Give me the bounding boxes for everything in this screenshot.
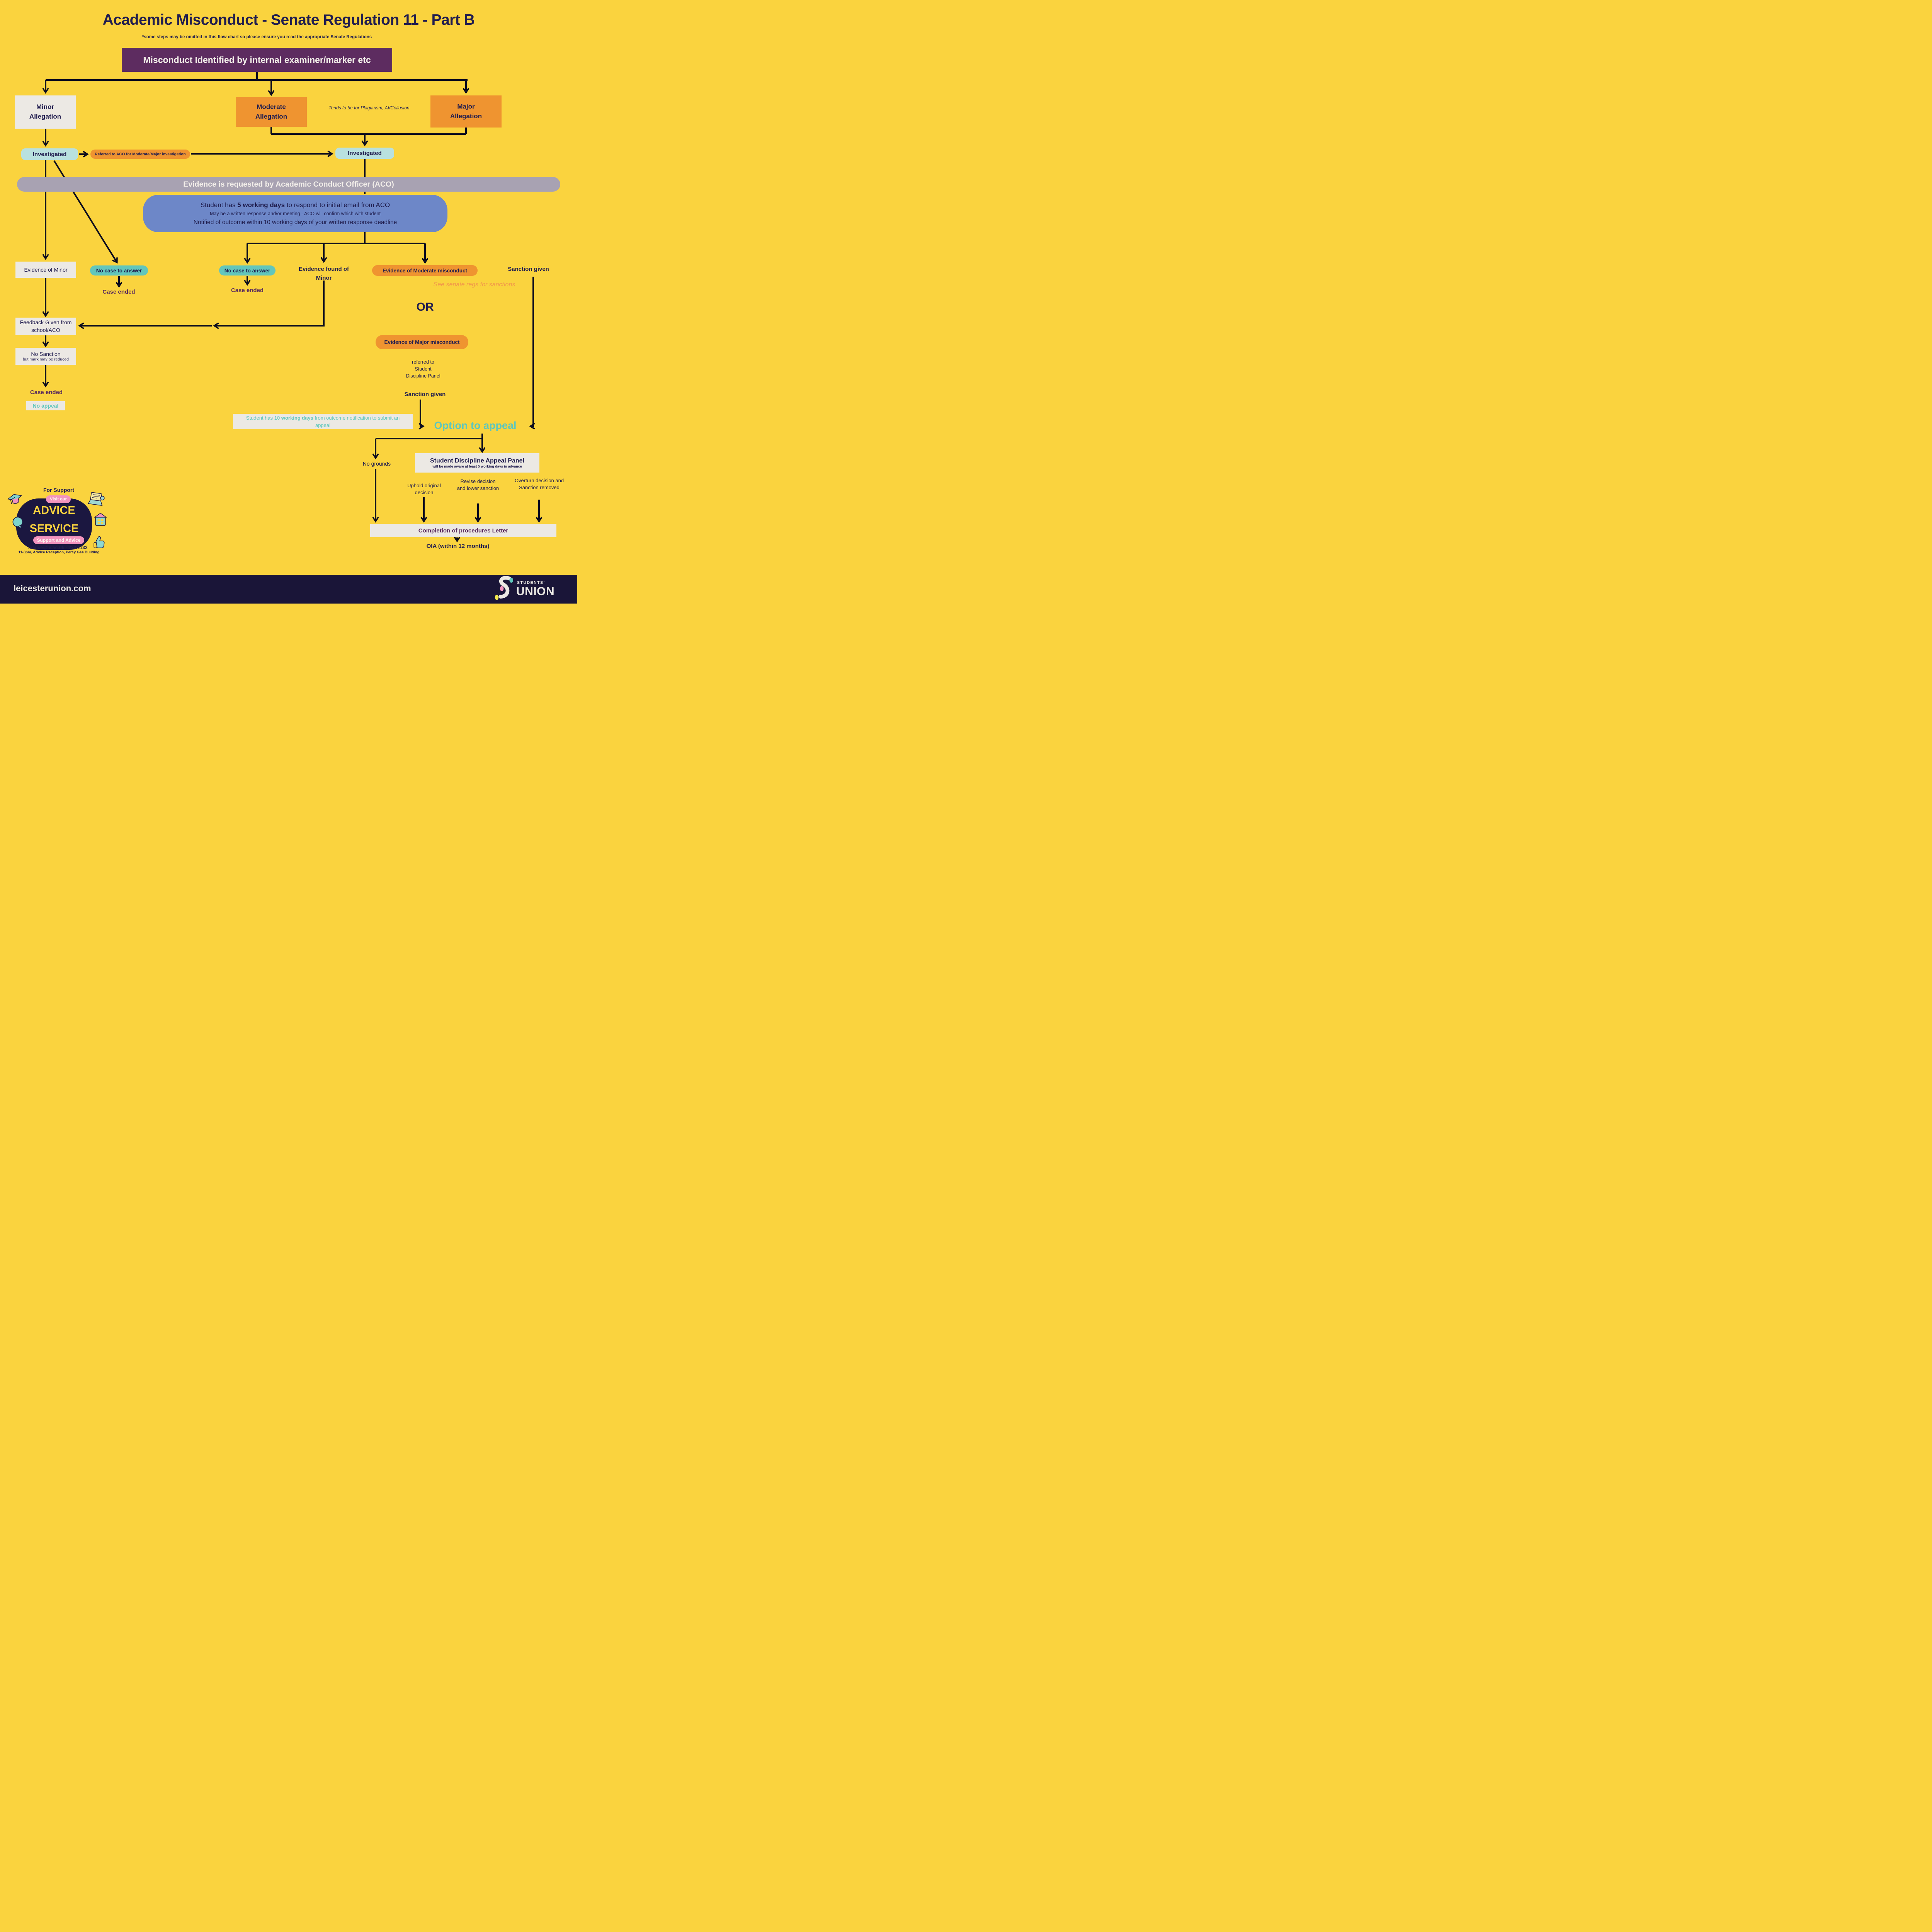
appeal-panel-title: Student Discipline Appeal Panel — [430, 457, 524, 464]
referred-panel-text: referred to Student Discipline Panel — [406, 359, 440, 379]
aco-line1: Student has 5 working days to respond to… — [201, 201, 390, 209]
no-case-mid-pill: No case to answer — [219, 265, 276, 276]
moderate-allegation-label: Moderate Allegation — [255, 103, 287, 120]
ten-working-days-box: Student has 10 working days from outcome… — [233, 414, 413, 429]
aco-line2: May be a written response and/or meeting… — [210, 211, 381, 216]
flow-connectors — [42, 72, 543, 543]
union-logo-squiggle-icon — [495, 576, 513, 600]
uphold-option: Uphold original decision — [407, 483, 441, 496]
major-allegation-label: Major Allegation — [450, 102, 482, 120]
advice-word: ADVICE — [33, 504, 75, 517]
page-title: Academic Misconduct - Senate Regulation … — [102, 12, 475, 28]
sanction-given-major: Sanction given — [404, 391, 446, 398]
ten-days-post: from outcome notification to submit an a… — [313, 415, 400, 429]
footer-website: leicesterunion.com — [14, 583, 91, 593]
footer-bar: leicesterunion.com STUDENTS' UNION — [0, 575, 577, 604]
graduation-cap-icon — [6, 492, 25, 509]
revise-option: Revise decision and lower sanction — [457, 478, 499, 492]
or-label: OR — [416, 301, 434, 313]
speech-bubble-icon — [12, 516, 25, 531]
case-ended-minor-path: Case ended — [30, 389, 63, 396]
evidence-found-minor: Evidence found of Minor — [298, 266, 349, 282]
misconduct-identified-banner: Misconduct Identified by internal examin… — [122, 48, 392, 72]
aco-line1-bold: 5 working days — [237, 201, 285, 209]
no-sanction-title: No Sanction — [31, 351, 61, 357]
students-union-logo: STUDENTS' UNION — [492, 576, 554, 605]
completion-letter-box: Completion of procedures Letter — [370, 524, 556, 537]
moderate-note: Tends to be for Plagiarism, AI/Collusion — [328, 105, 410, 111]
case-ended-mid: Case ended — [231, 287, 264, 294]
for-support-label: For Support — [43, 487, 75, 493]
overturn-option: Overturn decision and Sanction removed — [514, 478, 564, 491]
investigated-right-pill: Investigated — [335, 148, 394, 159]
no-grounds-label: No grounds — [362, 461, 391, 467]
feedback-given-box: Feedback Given from school/ACO — [15, 318, 76, 335]
visit-our-pill: Visit our — [46, 495, 71, 503]
page-subtitle: *some steps may be omitted in this flow … — [142, 35, 372, 39]
aco-line1-pre: Student has — [200, 201, 238, 209]
sanction-given-moderate: Sanction given — [508, 266, 549, 272]
ten-days-bold: working days — [281, 415, 313, 421]
oia-label: OIA (within 12 months) — [426, 543, 490, 549]
evidence-requested-banner: Evidence is requested by Academic Conduc… — [17, 177, 560, 192]
advice-hours: 11-3pm, Advice Reception, Percy Gee Buil… — [18, 550, 100, 554]
moderate-allegation-box: Moderate Allegation — [236, 97, 307, 127]
appeal-panel-note: will be made aware at least 5 working da… — [432, 464, 522, 468]
aco-response-box: Student has 5 working days to respond to… — [143, 195, 447, 232]
service-word: SERVICE — [29, 522, 79, 535]
see-senate-regs-note: See senate regs for sanctions — [433, 281, 515, 288]
case-ended-left: Case ended — [102, 289, 135, 295]
house-icon — [94, 512, 107, 529]
option-to-appeal: Option to appeal — [434, 420, 517, 431]
evidence-major-pill: Evidence of Major misconduct — [376, 335, 468, 349]
logo-union-text: UNION — [516, 585, 555, 598]
aco-line1-post: to respond to initial email from ACO — [285, 201, 390, 209]
evidence-moderate-pill: Evidence of Moderate misconduct — [372, 265, 478, 276]
support-and-advice-pill: Support and Advice — [33, 536, 84, 544]
laptop-icon — [87, 491, 105, 509]
investigated-left-pill: Investigated — [21, 148, 78, 160]
minor-allegation-box: Minor Allegation — [15, 95, 76, 129]
aco-line3: Notified of outcome within 10 working da… — [193, 219, 397, 226]
no-case-left-pill: No case to answer — [90, 265, 148, 276]
ten-days-pre: Student has 10 — [246, 415, 281, 421]
no-appeal-box: No appeal — [26, 401, 65, 410]
advice-contact: advice@le.ac.uk - 223 1132 — [28, 545, 88, 550]
evidence-of-minor-box: Evidence of Minor — [15, 262, 76, 278]
referred-to-aco-pill: Referred to ACO for Moderate/Major inves… — [90, 150, 190, 159]
no-sanction-note: but mark may be reduced — [22, 357, 69, 362]
appeal-panel-box: Student Discipline Appeal Panel will be … — [415, 453, 539, 473]
major-allegation-box: Major Allegation — [430, 95, 502, 128]
minor-allegation-label: Minor Allegation — [29, 103, 61, 120]
poster: Academic Misconduct - Senate Regulation … — [0, 0, 577, 606]
ten-days-text: Student has 10 working days from outcome… — [241, 414, 405, 429]
no-sanction-box: No Sanction but mark may be reduced — [15, 348, 76, 365]
thumbs-up-icon — [93, 536, 106, 551]
logo-students-text: STUDENTS' — [517, 580, 545, 585]
